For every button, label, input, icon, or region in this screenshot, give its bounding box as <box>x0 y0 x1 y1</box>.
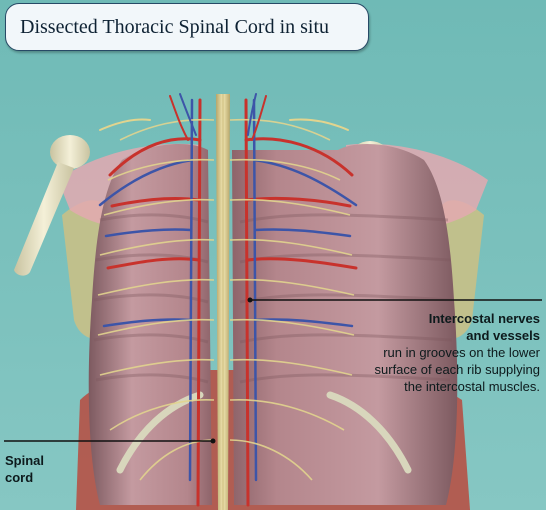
title-box: Dissected Thoracic Spinal Cord in situ <box>5 3 369 51</box>
intercostal-name-line1: Intercostal nerves <box>428 311 540 326</box>
spinal-cord-name-line1: Spinal <box>5 453 45 468</box>
intercostal-desc-line2: surface of each rib supplying <box>374 362 540 377</box>
right-lower-rib-visible <box>326 391 412 474</box>
intercostal-pointer-dot <box>247 297 253 303</box>
intercostal-desc-line3: the intercostal muscles. <box>404 379 540 394</box>
left-humerus <box>14 135 90 276</box>
page-title: Dissected Thoracic Spinal Cord in situ <box>20 15 330 38</box>
intercostal-desc-line1: run in grooves on the lower <box>383 345 540 360</box>
intercostal-label: Intercostal nerves and vessels run in gr… <box>300 310 540 395</box>
arteries <box>106 98 358 507</box>
spinal-cord-name-line2: cord <box>5 470 34 485</box>
spinal-cord-pointer-dot <box>210 438 216 444</box>
intercostal-name-line2: and vessels <box>466 328 540 343</box>
spinal-cord-label: Spinal cord <box>5 452 85 486</box>
upper-vessels <box>99 93 349 141</box>
veins <box>98 98 358 482</box>
